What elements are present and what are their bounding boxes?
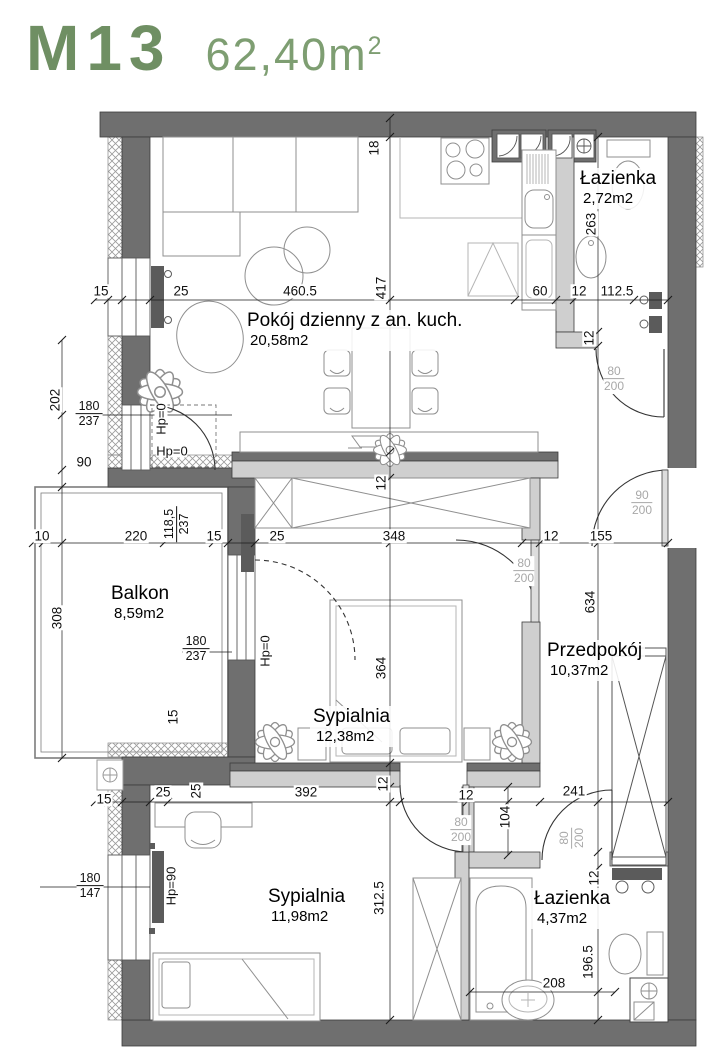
door-arc <box>254 559 356 661</box>
plant <box>253 720 297 764</box>
dim-label: 25 <box>154 784 172 800</box>
door-size-label: 80 200 <box>450 815 472 845</box>
door-arc <box>399 784 468 853</box>
dim-label: 196.5 <box>580 944 596 980</box>
armchair <box>176 300 244 374</box>
radiators <box>149 266 662 934</box>
room-label-hall: Przedpokój 10,37m2 <box>544 640 646 681</box>
dim-label: 155 <box>588 528 614 544</box>
dim-label: 15 <box>95 791 113 807</box>
dim-label: 12 <box>457 787 475 803</box>
radiator-label: Hp=0 <box>153 403 169 435</box>
dining-chairs <box>323 349 439 415</box>
door-size-label: 90 200 <box>631 488 653 518</box>
dim-label: 10 <box>33 528 51 544</box>
desk-chair <box>184 811 222 849</box>
radiator-label: Hp=0 <box>156 443 188 459</box>
single-bed <box>152 952 321 1022</box>
towel-radiator <box>612 868 662 880</box>
coffee-table <box>244 246 304 306</box>
kitchen-cabinet <box>467 242 519 297</box>
dim-label: 364 <box>373 655 389 681</box>
dim-label: 202 <box>47 387 63 413</box>
dim-label: 263 <box>583 211 599 237</box>
door-size-label: 80 200 <box>513 556 535 586</box>
dim-label: 348 <box>381 528 407 544</box>
dim-label: 90 <box>75 454 93 470</box>
washbasin <box>575 235 607 279</box>
radiator-label: Hp=90 <box>163 866 179 906</box>
toilet-tank <box>646 931 664 976</box>
door-size-label: 80 200 <box>557 827 587 849</box>
radiator-label: Hp=0 <box>257 635 273 667</box>
door-arc <box>595 348 665 418</box>
dim-label: 208 <box>541 975 567 991</box>
window-size-label: 180 237 <box>182 634 210 664</box>
dim-label: 12 <box>375 775 391 793</box>
dim-label: 417 <box>373 275 389 301</box>
dim-label: 12 <box>373 474 389 492</box>
dim-label: 241 <box>561 783 587 799</box>
nightstand <box>463 727 491 761</box>
window-size-label: 118,5 237 <box>162 505 192 543</box>
dim-label: 634 <box>582 589 598 615</box>
dim-label: 12 <box>542 528 560 544</box>
unit-area: 62,40m2 <box>205 29 384 80</box>
dim-label: 104 <box>497 804 513 830</box>
room-label-bathroom1: Łazienka 2,72m2 <box>577 168 660 209</box>
dim-label: 460.5 <box>282 283 318 299</box>
dim-label: 112.5 <box>599 283 635 299</box>
room-label-bathroom2: Łazienka 4,37m2 <box>531 888 614 929</box>
door-size-label: 80 200 <box>603 364 625 394</box>
dim-label: 15 <box>205 528 223 544</box>
door-arc <box>541 789 613 861</box>
room-label-bedroom1: Sypialnia 12,38m2 <box>310 706 394 747</box>
dim-label: 15 <box>165 708 181 726</box>
room-label-balcony: Balkon 8,59m2 <box>108 583 173 624</box>
dim-label: 60 <box>531 283 549 299</box>
window-size-label: 180 147 <box>76 871 104 901</box>
window-size-label: 180 237 <box>75 399 103 429</box>
unit-number: M13 <box>26 12 172 84</box>
dim-label: 12 <box>581 329 597 347</box>
dim-label: 18 <box>366 139 382 157</box>
walls-partition <box>229 136 669 1021</box>
dim-label: 12 <box>586 869 602 887</box>
door-leaf <box>661 469 669 547</box>
wall-insulation-hatch <box>107 136 704 1021</box>
coffee-table <box>283 226 331 274</box>
dim-label: 220 <box>123 528 149 544</box>
sofa <box>162 136 359 257</box>
dim-label: 308 <box>49 605 65 631</box>
dim-label: 312.5 <box>371 880 387 916</box>
dim-label: 25 <box>188 782 204 800</box>
dim-label: 392 <box>293 784 319 800</box>
toilet-tank <box>606 139 651 158</box>
toilet <box>608 933 642 975</box>
dim-label: 25 <box>172 283 190 299</box>
dim-label: 25 <box>268 528 286 544</box>
windows <box>107 257 698 961</box>
room-label-bedroom2: Sypialnia 11,98m2 <box>265 886 349 927</box>
dim-label: 15 <box>92 283 110 299</box>
dim-label: 12 <box>570 283 588 299</box>
dimension-ticks <box>28 113 673 1025</box>
room-label-living: Pokój dzienny z an. kuch. 20,58m2 <box>244 310 466 351</box>
plan-title: M13 62,40m2 <box>26 16 384 80</box>
